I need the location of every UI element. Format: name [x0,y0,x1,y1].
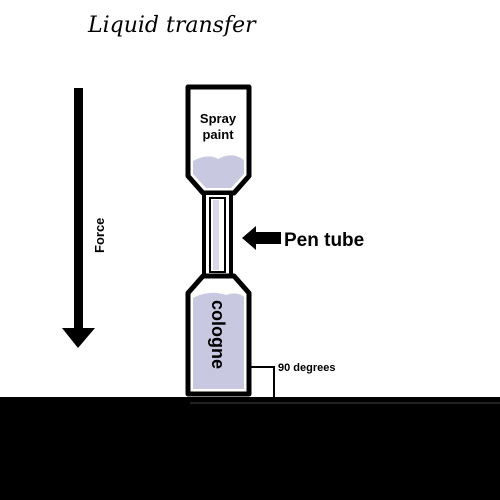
cologne-liquid [193,292,244,389]
cologne-bottle [185,273,252,397]
force-arrow [62,88,95,348]
diagram-title: Liquid transfer [87,13,257,38]
pen-tube [202,191,233,278]
spray-paint-label-line1: Spray [200,111,237,126]
force-label: Force [92,218,107,253]
pen-tube-label: Pen tube [284,230,364,251]
angle-label: 90 degrees [278,362,335,374]
pen-tube-arrow [242,226,281,250]
cologne-label: cologne [208,300,228,369]
spray-paint-bottle [185,84,252,196]
spray-paint-label-line2: paint [202,127,234,142]
ground-surface [0,397,500,500]
spray-paint-liquid [193,155,244,188]
angle-bracket [250,366,275,397]
